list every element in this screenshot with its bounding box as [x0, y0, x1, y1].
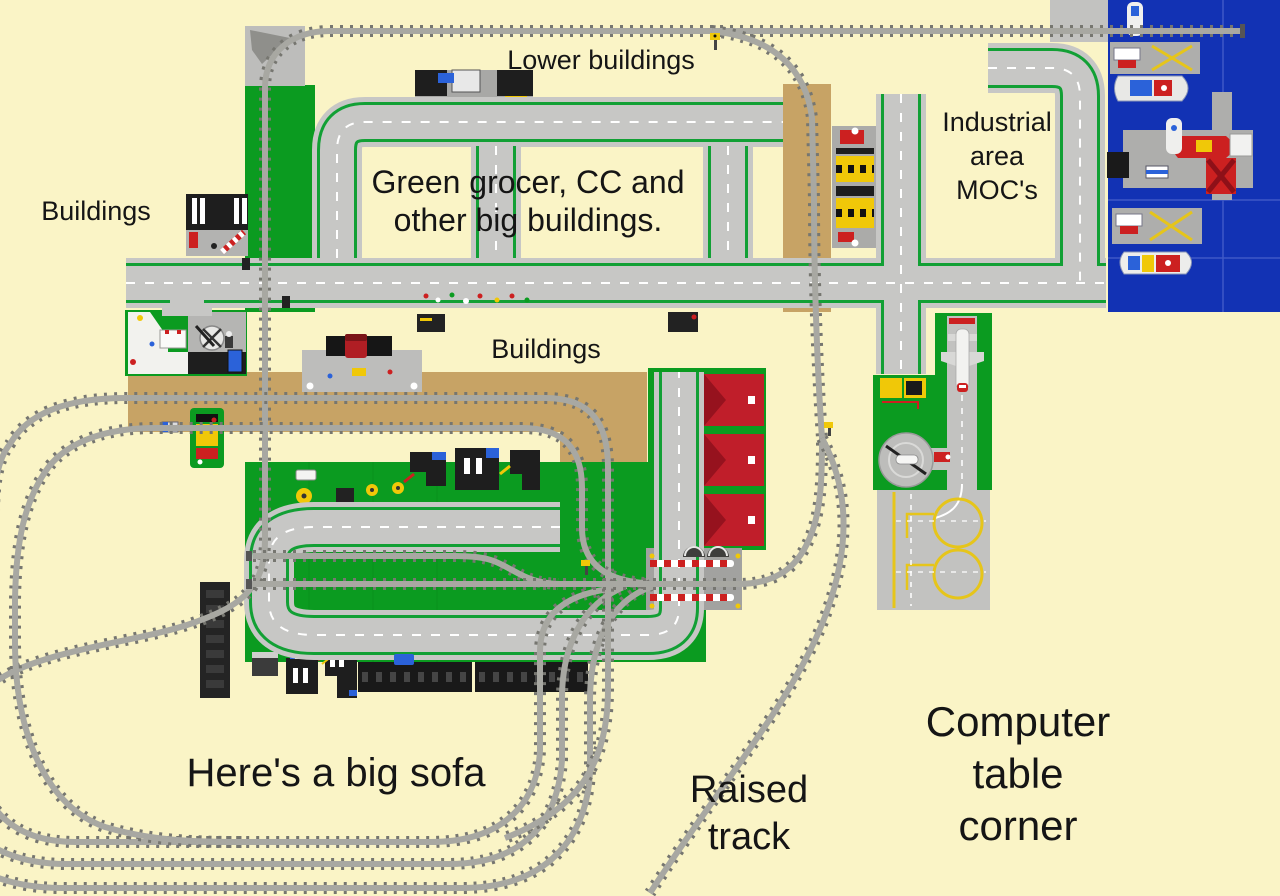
track-middle-loop — [0, 580, 629, 870]
label-line: Raised — [689, 769, 809, 811]
train-tracks — [0, 25, 1243, 896]
small-buildings — [417, 312, 698, 332]
airport-area — [877, 316, 990, 610]
label-line: track — [707, 816, 791, 858]
yellow-work-train — [832, 126, 878, 248]
festive-decorations — [423, 292, 530, 304]
label-line: MOC's — [956, 175, 1038, 205]
label-big-sofa: Here's a big sofa — [186, 751, 486, 795]
depot-and-parked-trains — [200, 582, 588, 698]
signals-and-buffers — [246, 24, 1245, 589]
harbour-docks — [1107, 2, 1253, 275]
label-line: Green grocer, CC and — [371, 164, 685, 200]
label-line: Industrial — [942, 107, 1052, 137]
helicopter-turntable — [878, 432, 951, 488]
road-network — [126, 43, 1106, 665]
road-centerlines — [126, 67, 1106, 636]
blue-car — [394, 654, 414, 665]
track-wavy-vertical — [711, 25, 828, 439]
track-outer-loop — [0, 578, 657, 894]
label-line: corner — [958, 802, 1078, 849]
striped-buildings-plate — [186, 194, 248, 256]
track-ballast-upper — [0, 392, 614, 844]
label-computer-corner: Computer table corner — [926, 696, 1110, 852]
winter-village-plaza — [128, 312, 246, 374]
airplane — [941, 328, 984, 392]
label-buildings-mid: Buildings — [491, 334, 601, 364]
label-raised-track: Raised track — [690, 767, 808, 861]
train-station — [302, 334, 422, 392]
main-road-rail-crossing — [242, 258, 290, 308]
label-buildings-left: Buildings — [41, 196, 151, 226]
level-crossing — [649, 546, 741, 609]
track-raised-diagonal — [644, 435, 850, 896]
label-line: other big buildings. — [393, 202, 663, 238]
label-industrial-area: Industrial area MOC's — [942, 105, 1052, 207]
track-ballast-lower — [9, 422, 645, 848]
label-lower-buildings: Lower buildings — [507, 45, 695, 75]
red-train-sheds — [681, 374, 764, 549]
red-crane — [1206, 158, 1236, 194]
label-line: Computer — [925, 698, 1111, 745]
track-top-main-and-left-vertical — [0, 25, 1243, 848]
shed-row — [704, 374, 764, 546]
heliport-pad — [877, 483, 990, 610]
label-line: table — [972, 750, 1064, 797]
label-green-grocer: Green grocer, CC and other big buildings… — [371, 163, 684, 239]
track-crossing-line — [253, 437, 828, 590]
huts-row-green-edge — [295, 448, 540, 504]
label-line: area — [969, 141, 1025, 171]
